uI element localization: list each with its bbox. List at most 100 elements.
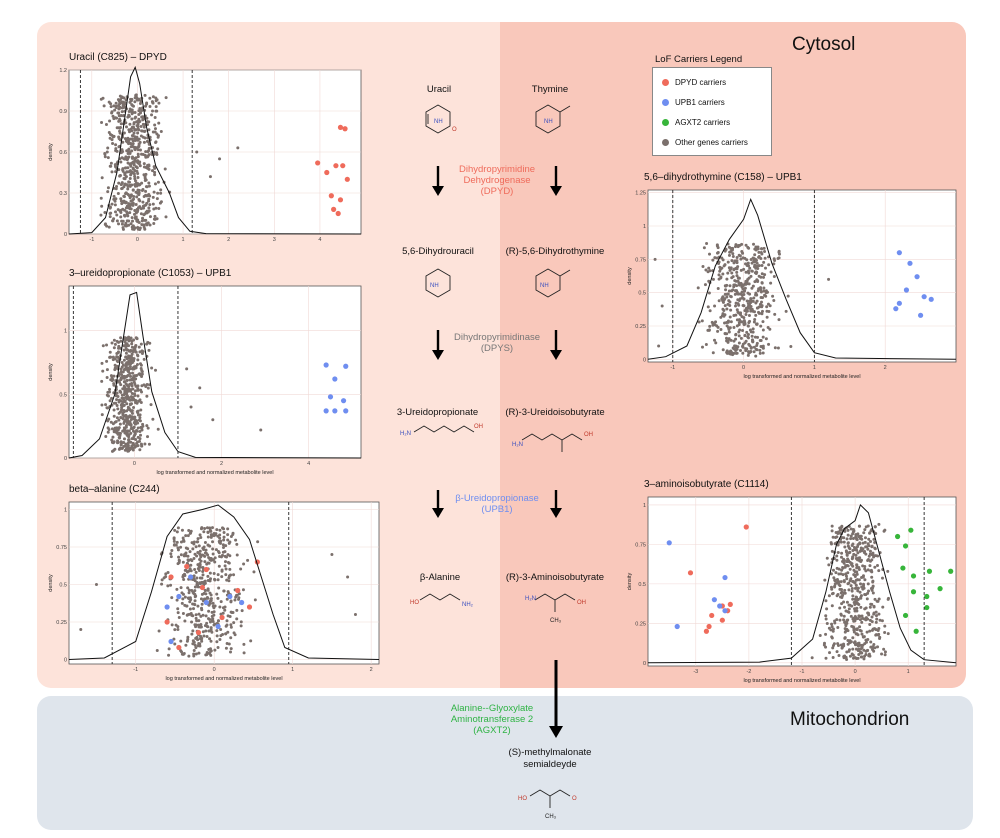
data-point-other bbox=[867, 554, 871, 558]
data-point-other bbox=[846, 571, 850, 575]
data-point-other bbox=[843, 565, 847, 569]
data-point-other bbox=[137, 197, 141, 201]
data-point-other bbox=[760, 300, 764, 304]
data-point-other bbox=[732, 267, 736, 271]
data-point-other bbox=[769, 281, 773, 285]
data-point-other bbox=[741, 351, 745, 355]
y-axis-label: density bbox=[627, 573, 633, 591]
data-point-other bbox=[764, 337, 768, 341]
data-point-other bbox=[760, 272, 764, 276]
data-point-other bbox=[181, 652, 185, 656]
data-point-other bbox=[189, 405, 193, 409]
data-point-other bbox=[855, 609, 859, 613]
data-point-other bbox=[112, 382, 116, 386]
data-point-other bbox=[100, 379, 104, 383]
data-point-other bbox=[107, 100, 111, 104]
data-point-other bbox=[878, 637, 882, 641]
enzyme-name-line2: Aminotransferase 2 bbox=[450, 714, 534, 725]
data-point-other bbox=[818, 633, 822, 637]
data-point-other bbox=[140, 219, 144, 223]
data-point-other bbox=[153, 173, 157, 177]
data-point-other bbox=[120, 186, 124, 190]
data-point-other bbox=[704, 343, 708, 347]
data-point-other bbox=[843, 588, 847, 592]
data-point-other bbox=[856, 532, 860, 536]
data-point-other bbox=[157, 206, 161, 210]
data-point-other bbox=[119, 370, 123, 374]
data-point-other bbox=[730, 247, 734, 251]
data-point-other bbox=[208, 637, 212, 641]
data-point-agxt2 bbox=[926, 568, 933, 574]
data-point-other bbox=[869, 602, 873, 606]
data-point-upb1 bbox=[323, 408, 329, 414]
data-point-other bbox=[110, 379, 114, 383]
data-point-other bbox=[737, 330, 741, 334]
x-tick-label: 0 bbox=[742, 365, 745, 371]
data-point-other bbox=[855, 643, 859, 647]
data-point-other bbox=[144, 104, 148, 108]
data-point-other bbox=[124, 414, 128, 418]
data-point-other bbox=[131, 447, 135, 451]
data-point-other bbox=[122, 344, 126, 348]
data-point-other bbox=[133, 159, 137, 163]
data-point-other bbox=[715, 244, 719, 248]
data-point-other bbox=[136, 358, 140, 362]
data-point-other bbox=[845, 600, 849, 604]
data-point-other bbox=[726, 302, 730, 306]
data-point-other bbox=[194, 545, 198, 549]
data-point-other bbox=[176, 607, 180, 611]
data-point-other bbox=[156, 135, 160, 139]
data-point-upb1 bbox=[343, 363, 349, 369]
data-point-other bbox=[760, 281, 764, 285]
data-point-other bbox=[117, 137, 121, 141]
data-point-other bbox=[706, 270, 710, 274]
data-point-dpyd bbox=[342, 126, 348, 132]
data-point-other bbox=[861, 635, 865, 639]
x-tick-label: -1 bbox=[800, 669, 805, 675]
data-point-other bbox=[730, 271, 734, 275]
data-point-other bbox=[194, 594, 198, 598]
x-tick-label: 0 bbox=[136, 237, 139, 243]
data-point-other bbox=[857, 535, 861, 539]
data-point-other bbox=[111, 422, 115, 426]
data-point-other bbox=[177, 561, 181, 565]
data-point-other bbox=[187, 588, 191, 592]
data-point-other bbox=[111, 358, 115, 362]
data-point-other bbox=[872, 604, 876, 608]
data-point-other bbox=[660, 304, 664, 308]
data-point-other bbox=[146, 163, 150, 167]
data-point-other bbox=[133, 147, 137, 151]
data-point-dpyd bbox=[328, 193, 334, 199]
data-point-other bbox=[746, 324, 750, 328]
data-point-other bbox=[829, 541, 833, 545]
data-point-other bbox=[122, 105, 126, 109]
data-point-other bbox=[211, 547, 215, 551]
data-point-other bbox=[118, 432, 122, 436]
data-point-other bbox=[853, 627, 857, 631]
data-point-other bbox=[824, 632, 828, 636]
data-point-other bbox=[170, 549, 174, 553]
data-point-other bbox=[763, 256, 767, 260]
data-point-other bbox=[870, 628, 874, 632]
data-point-upb1 bbox=[722, 574, 728, 581]
data-point-other bbox=[700, 345, 704, 349]
data-point-other bbox=[122, 441, 126, 445]
data-point-other bbox=[756, 335, 760, 339]
data-point-other bbox=[868, 531, 872, 535]
data-point-other bbox=[155, 648, 159, 652]
data-point-other bbox=[154, 109, 158, 113]
data-point-other bbox=[196, 604, 200, 608]
data-point-other bbox=[737, 334, 741, 338]
data-point-other bbox=[713, 256, 717, 260]
data-point-other bbox=[124, 355, 128, 359]
data-point-other bbox=[160, 578, 164, 582]
data-point-other bbox=[183, 568, 187, 572]
chart-title: 3–ureidopropionate (C1053) – UPB1 bbox=[69, 268, 232, 279]
data-point-other bbox=[200, 639, 204, 643]
data-point-other bbox=[136, 413, 140, 417]
data-point-other bbox=[145, 139, 149, 143]
data-point-other bbox=[134, 377, 138, 381]
data-point-other bbox=[208, 579, 212, 583]
atom-label: HO bbox=[410, 600, 419, 606]
data-point-other bbox=[736, 265, 740, 269]
